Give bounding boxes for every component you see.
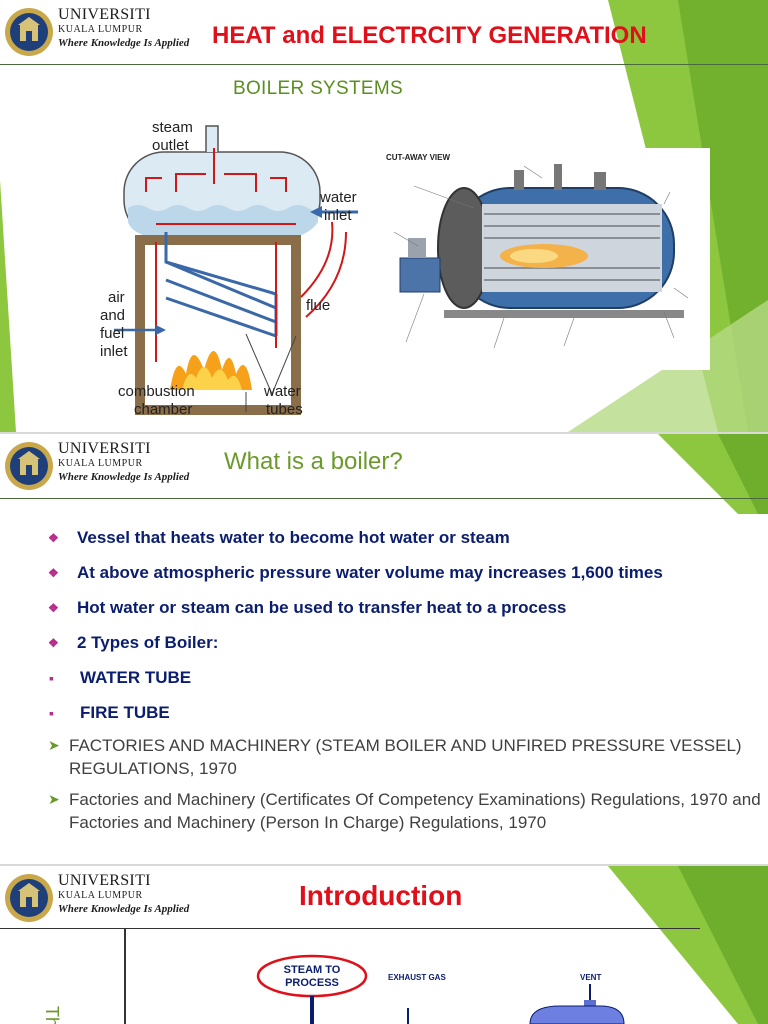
university-tagline: Where Knowledge Is Applied [58,471,190,483]
cutaway-title: CUT-AWAY VIEW [386,153,450,162]
slide-what-is-a-boiler: UNIVERSITI KUALA LUMPUR Where Knowledge … [0,434,768,864]
side-text: Th [42,1006,62,1024]
regulations-list: ➤FACTORIES AND MACHINERY (STEAM BOILER A… [46,734,768,842]
regulation-item: ➤FACTORIES AND MACHINERY (STEAM BOILER A… [48,736,742,778]
diamond-bullet-icon: ❖ [48,531,59,545]
process-diagram: STEAM TO PROCESS EXHAUST GAS VENT [256,954,625,1024]
header-divider [0,64,768,65]
label-water-tubes-2: tubes [266,401,303,418]
slide-title: Introduction [299,880,463,911]
content-frame [0,928,700,1024]
steam-to-process-label-2: PROCESS [285,977,339,989]
label-water-inlet-2: inlet [324,207,352,224]
university-tagline: Where Knowledge Is Applied [58,903,190,915]
university-logo: UNIVERSITI KUALA LUMPUR Where Knowledge … [4,436,194,498]
label-outlet: outlet [152,137,190,154]
list-item: ❖At above atmospheric pressure water vol… [46,561,768,596]
boiler-schematic-diagram: steam outlet water inlet air and fuel in… [100,119,358,418]
university-name: UNIVERSITI [58,6,151,23]
university-crest-icon [5,874,53,922]
slide-title: What is a boiler? [224,448,403,475]
diamond-bullet-icon: ❖ [48,636,59,650]
slide-introduction: UNIVERSITI KUALA LUMPUR Where Knowledge … [0,866,768,1024]
university-name: UNIVERSITI [58,440,151,457]
boiler-type-item: ▪FIRE TUBE [46,701,768,736]
slide-separator [0,432,768,434]
label-chamber: chamber [134,401,192,418]
slide-separator [0,864,768,866]
vent-label: VENT [580,973,601,982]
list-item: ❖2 Types of Boiler: [46,631,768,666]
slide-title: HEAT and ELECTRCITY GENERATION [212,22,647,49]
university-name: UNIVERSITI [58,872,151,889]
square-bullet-icon: ▪ [49,705,54,721]
regulation-item: ➤Factories and Machinery (Certificates O… [48,790,761,832]
steam-to-process-label-1: STEAM TO [284,964,341,976]
arrow-bullet-icon: ➤ [48,737,60,753]
label-water-inlet-1: water [319,189,357,206]
arrow-bullet-icon: ➤ [48,791,60,807]
university-logo: UNIVERSITI KUALA LUMPUR Where Knowledge … [4,2,194,64]
boiler-cutaway-illustration: CUT-AWAY VIEW [374,148,710,370]
university-tagline: Where Knowledge Is Applied [58,37,190,49]
boiler-type-item: ▪WATER TUBE [46,666,768,701]
diamond-bullet-icon: ❖ [48,566,59,580]
label-combustion: combustion [118,383,195,400]
label-steam: steam [152,119,193,136]
list-item: ❖Vessel that heats water to become hot w… [46,526,768,561]
university-subname: KUALA LUMPUR [58,890,143,901]
label-fuel: fuel [100,325,124,342]
bullet-list: ❖Vessel that heats water to become hot w… [46,526,768,736]
exhaust-gas-label: EXHAUST GAS [388,973,446,982]
university-crest-icon [5,8,53,56]
university-subname: KUALA LUMPUR [58,24,143,35]
university-crest-icon [5,442,53,490]
label-and: and [100,307,125,324]
label-flue: flue [306,297,330,314]
slide-subtitle: BOILER SYSTEMS [233,78,403,99]
green-corner-decoration [658,434,768,514]
university-subname: KUALA LUMPUR [58,458,143,469]
label-air: air [108,289,125,306]
square-bullet-icon: ▪ [49,670,54,686]
university-logo: UNIVERSITI KUALA LUMPUR Where Knowledge … [4,868,194,930]
frame-divider [124,928,126,1024]
label-water-tubes-1: water [263,383,301,400]
label-inlet: inlet [100,343,128,360]
left-green-decoration [0,180,16,432]
header-divider [0,498,768,499]
slide-heat-electricity: UNIVERSITI KUALA LUMPUR Where Knowledge … [0,0,768,432]
list-item: ❖Hot water or steam can be used to trans… [46,596,768,631]
diamond-bullet-icon: ❖ [48,601,59,615]
